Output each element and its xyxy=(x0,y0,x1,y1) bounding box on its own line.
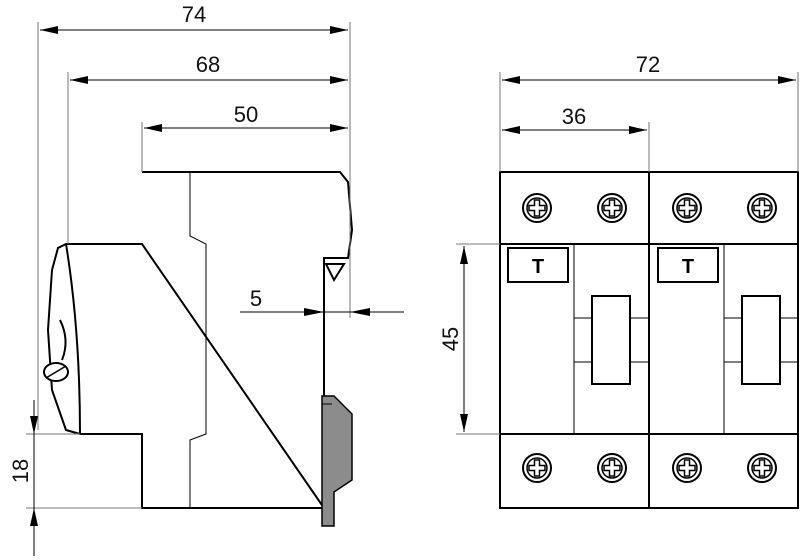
test-button-2-label: T xyxy=(682,256,694,278)
front-view: T T xyxy=(499,171,799,509)
side-view xyxy=(43,171,354,527)
dim-label-5: 5 xyxy=(250,286,262,311)
side-body-outline xyxy=(46,171,354,509)
screw-icon xyxy=(747,453,777,483)
side-dimensions: 74 68 50 5 18 xyxy=(8,2,404,556)
screw-icon xyxy=(597,453,627,483)
dim-label-68: 68 xyxy=(196,52,220,77)
dim-label-50: 50 xyxy=(234,102,258,127)
din-clip xyxy=(321,395,353,527)
front-dimensions: 72 36 45 xyxy=(438,52,799,435)
dim-label-72: 72 xyxy=(636,52,660,77)
dim-label-74: 74 xyxy=(182,2,206,27)
front-cap xyxy=(65,243,81,435)
dim-label-18: 18 xyxy=(8,459,33,483)
test-button-2[interactable] xyxy=(657,247,719,283)
dim-label-45: 45 xyxy=(438,327,463,351)
dim-label-36: 36 xyxy=(562,104,586,129)
screw-icon xyxy=(747,193,777,223)
screw-icon xyxy=(672,453,702,483)
toggle-1[interactable] xyxy=(574,295,649,385)
test-button-1-label: T xyxy=(532,256,544,278)
toggle-2[interactable] xyxy=(724,295,798,385)
inner-rail-line xyxy=(189,172,207,508)
clip-triangle xyxy=(324,263,346,283)
test-button-1[interactable] xyxy=(507,247,569,283)
screw-icon xyxy=(597,193,627,223)
screw-icon xyxy=(522,453,552,483)
knob-icon xyxy=(43,319,69,382)
screw-icon xyxy=(522,193,552,223)
screw-icon xyxy=(672,193,702,223)
